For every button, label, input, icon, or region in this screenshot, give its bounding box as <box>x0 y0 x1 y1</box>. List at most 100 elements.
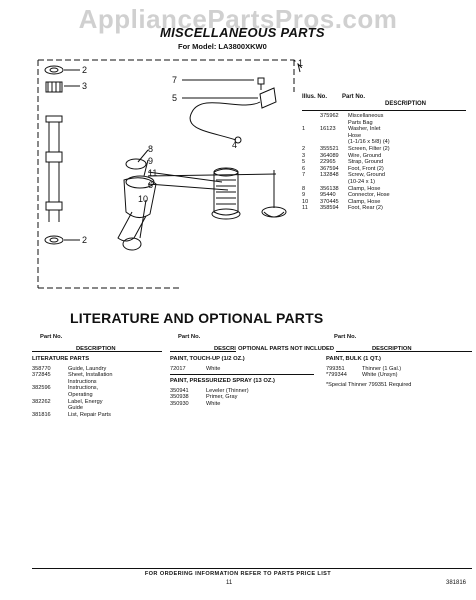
table-row: Hose <box>302 133 468 140</box>
part-no <box>320 133 348 140</box>
description: Guide, Laundry <box>68 365 107 372</box>
callout-8: 8 <box>148 144 153 154</box>
paint-column: Part No. DESCRIPTION PAINT, TOUCH-UP (1/… <box>170 334 314 408</box>
callout-6: 6 <box>148 180 153 190</box>
part-no <box>32 379 68 386</box>
part-no: 364089 <box>320 152 339 159</box>
bulk-note: *Special Thinner 799351 Required <box>326 381 412 388</box>
table-row: 7 132848 Screw, Ground <box>302 172 468 179</box>
description: White <box>206 365 221 372</box>
header-part-no: Part No. <box>342 94 366 100</box>
part-no: 95440 <box>320 192 336 199</box>
table-row: Parts Bag <box>302 120 468 127</box>
table-row: Instructions <box>32 379 162 386</box>
description: Hose <box>348 132 362 139</box>
part-no: 382596 <box>32 385 51 392</box>
part-no: 350938 <box>170 394 189 401</box>
description: Operating <box>68 391 93 398</box>
illus-no <box>302 120 320 127</box>
col-description: DESCRIPTION <box>372 346 412 352</box>
part-no: 799351 <box>326 365 345 372</box>
description: List, Repair Parts <box>68 411 111 418</box>
illus-no: 7 <box>302 172 306 179</box>
description: Leveler (Thinner) <box>206 387 249 394</box>
touchup-rows: 72017 White <box>170 366 314 373</box>
illus-no: 6 <box>302 165 306 172</box>
col-part-no: Part No. <box>40 334 63 340</box>
col-part-no: Part No. <box>334 334 357 340</box>
illus-no <box>302 139 320 146</box>
illus-no: 5 <box>302 159 306 166</box>
part-no <box>32 392 68 399</box>
part-no: 375962 <box>320 113 339 119</box>
description: Screw, Ground <box>348 172 385 179</box>
watermark: AppliancePartsPros.com <box>78 4 398 34</box>
table-row: 10 370445 Clamp, Hose <box>302 199 468 206</box>
description: Screen, Filter (2) <box>348 145 390 152</box>
part-no: 372845 <box>32 372 51 379</box>
illus-no: 2 <box>302 145 306 152</box>
section-literature-parts: LITERATURE PARTS <box>32 356 90 362</box>
table-row: 72017 White <box>170 366 314 373</box>
part-no: 367594 <box>320 165 339 172</box>
part-no: 72017 <box>170 365 186 372</box>
section-pressurized: PAINT, PRESSURIZED SPRAY (13 OZ.) <box>170 378 275 385</box>
description: Clamp, Hose <box>348 198 381 205</box>
description: White <box>206 400 221 407</box>
callout-4: 4 <box>232 140 237 150</box>
part-no: 16123 <box>320 126 336 133</box>
table-row: Guide <box>32 405 162 412</box>
section-bulk: PAINT, BULK (1 QT.) <box>326 356 381 362</box>
document-number: 381816 <box>446 580 467 586</box>
description: Guide <box>68 405 83 412</box>
literature-column: Part No. DESCRIPTION LITERATURE PARTS 35… <box>32 334 162 418</box>
callout-7: 7 <box>172 75 177 85</box>
header-description: DESCRIPTION <box>385 101 427 107</box>
table-row: 3 364089 Wire, Ground <box>302 153 468 160</box>
description: Foot, Rear (2) <box>348 205 383 212</box>
col-description: DESCRIPTION <box>214 346 254 352</box>
part-no <box>32 405 68 412</box>
callout-5: 5 <box>172 93 177 103</box>
description: Instructions, <box>68 385 99 392</box>
part-no <box>320 139 348 146</box>
header-illus-no: Illus. No. <box>302 94 328 100</box>
illus-no <box>302 179 320 186</box>
literature-title: LITERATURE AND OPTIONAL PARTS <box>70 310 324 326</box>
part-no: 382262 <box>32 398 51 405</box>
illus-no <box>302 113 320 120</box>
part-no: 370445 <box>320 198 339 205</box>
page-title: MISCELLANEOUS PARTS <box>160 25 325 40</box>
part-no: 350941 <box>170 387 189 394</box>
illus-no: 10 <box>302 198 309 205</box>
description: Thinner (1 Gal.) <box>362 365 402 372</box>
part-no: 22965 <box>320 159 336 166</box>
part-no: 356138 <box>320 185 339 192</box>
col-part-no: Part No. <box>178 334 201 340</box>
bulk-column: Part No. DESCRIPTION PAINT, BULK (1 QT.)… <box>326 334 472 388</box>
footer-ordering-info: FOR ORDERING INFORMATION REFER TO PARTS … <box>144 571 332 577</box>
description: Clamp, Hose <box>348 185 381 192</box>
callout-3: 3 <box>82 81 87 91</box>
illus-no: 3 <box>302 152 306 159</box>
description: Label, Energy <box>68 398 103 405</box>
part-no: 132848 <box>320 172 339 179</box>
table-row: 1 16123 Washer, Inlet <box>302 126 468 133</box>
section-touchup: PAINT, TOUCH-UP (1/2 OZ.) <box>170 356 245 362</box>
table-row: 382262 Label, Energy <box>32 399 162 406</box>
illus-no: 1 <box>302 126 306 133</box>
optional-parts-label: OPTIONAL PARTS NOT INCLUDED <box>236 346 337 352</box>
description: Washer, Inlet <box>348 126 381 133</box>
description: Wire, Ground <box>348 152 382 159</box>
illus-no: 9 <box>302 192 306 199</box>
table-row: (10-24 x 1) <box>302 179 468 186</box>
